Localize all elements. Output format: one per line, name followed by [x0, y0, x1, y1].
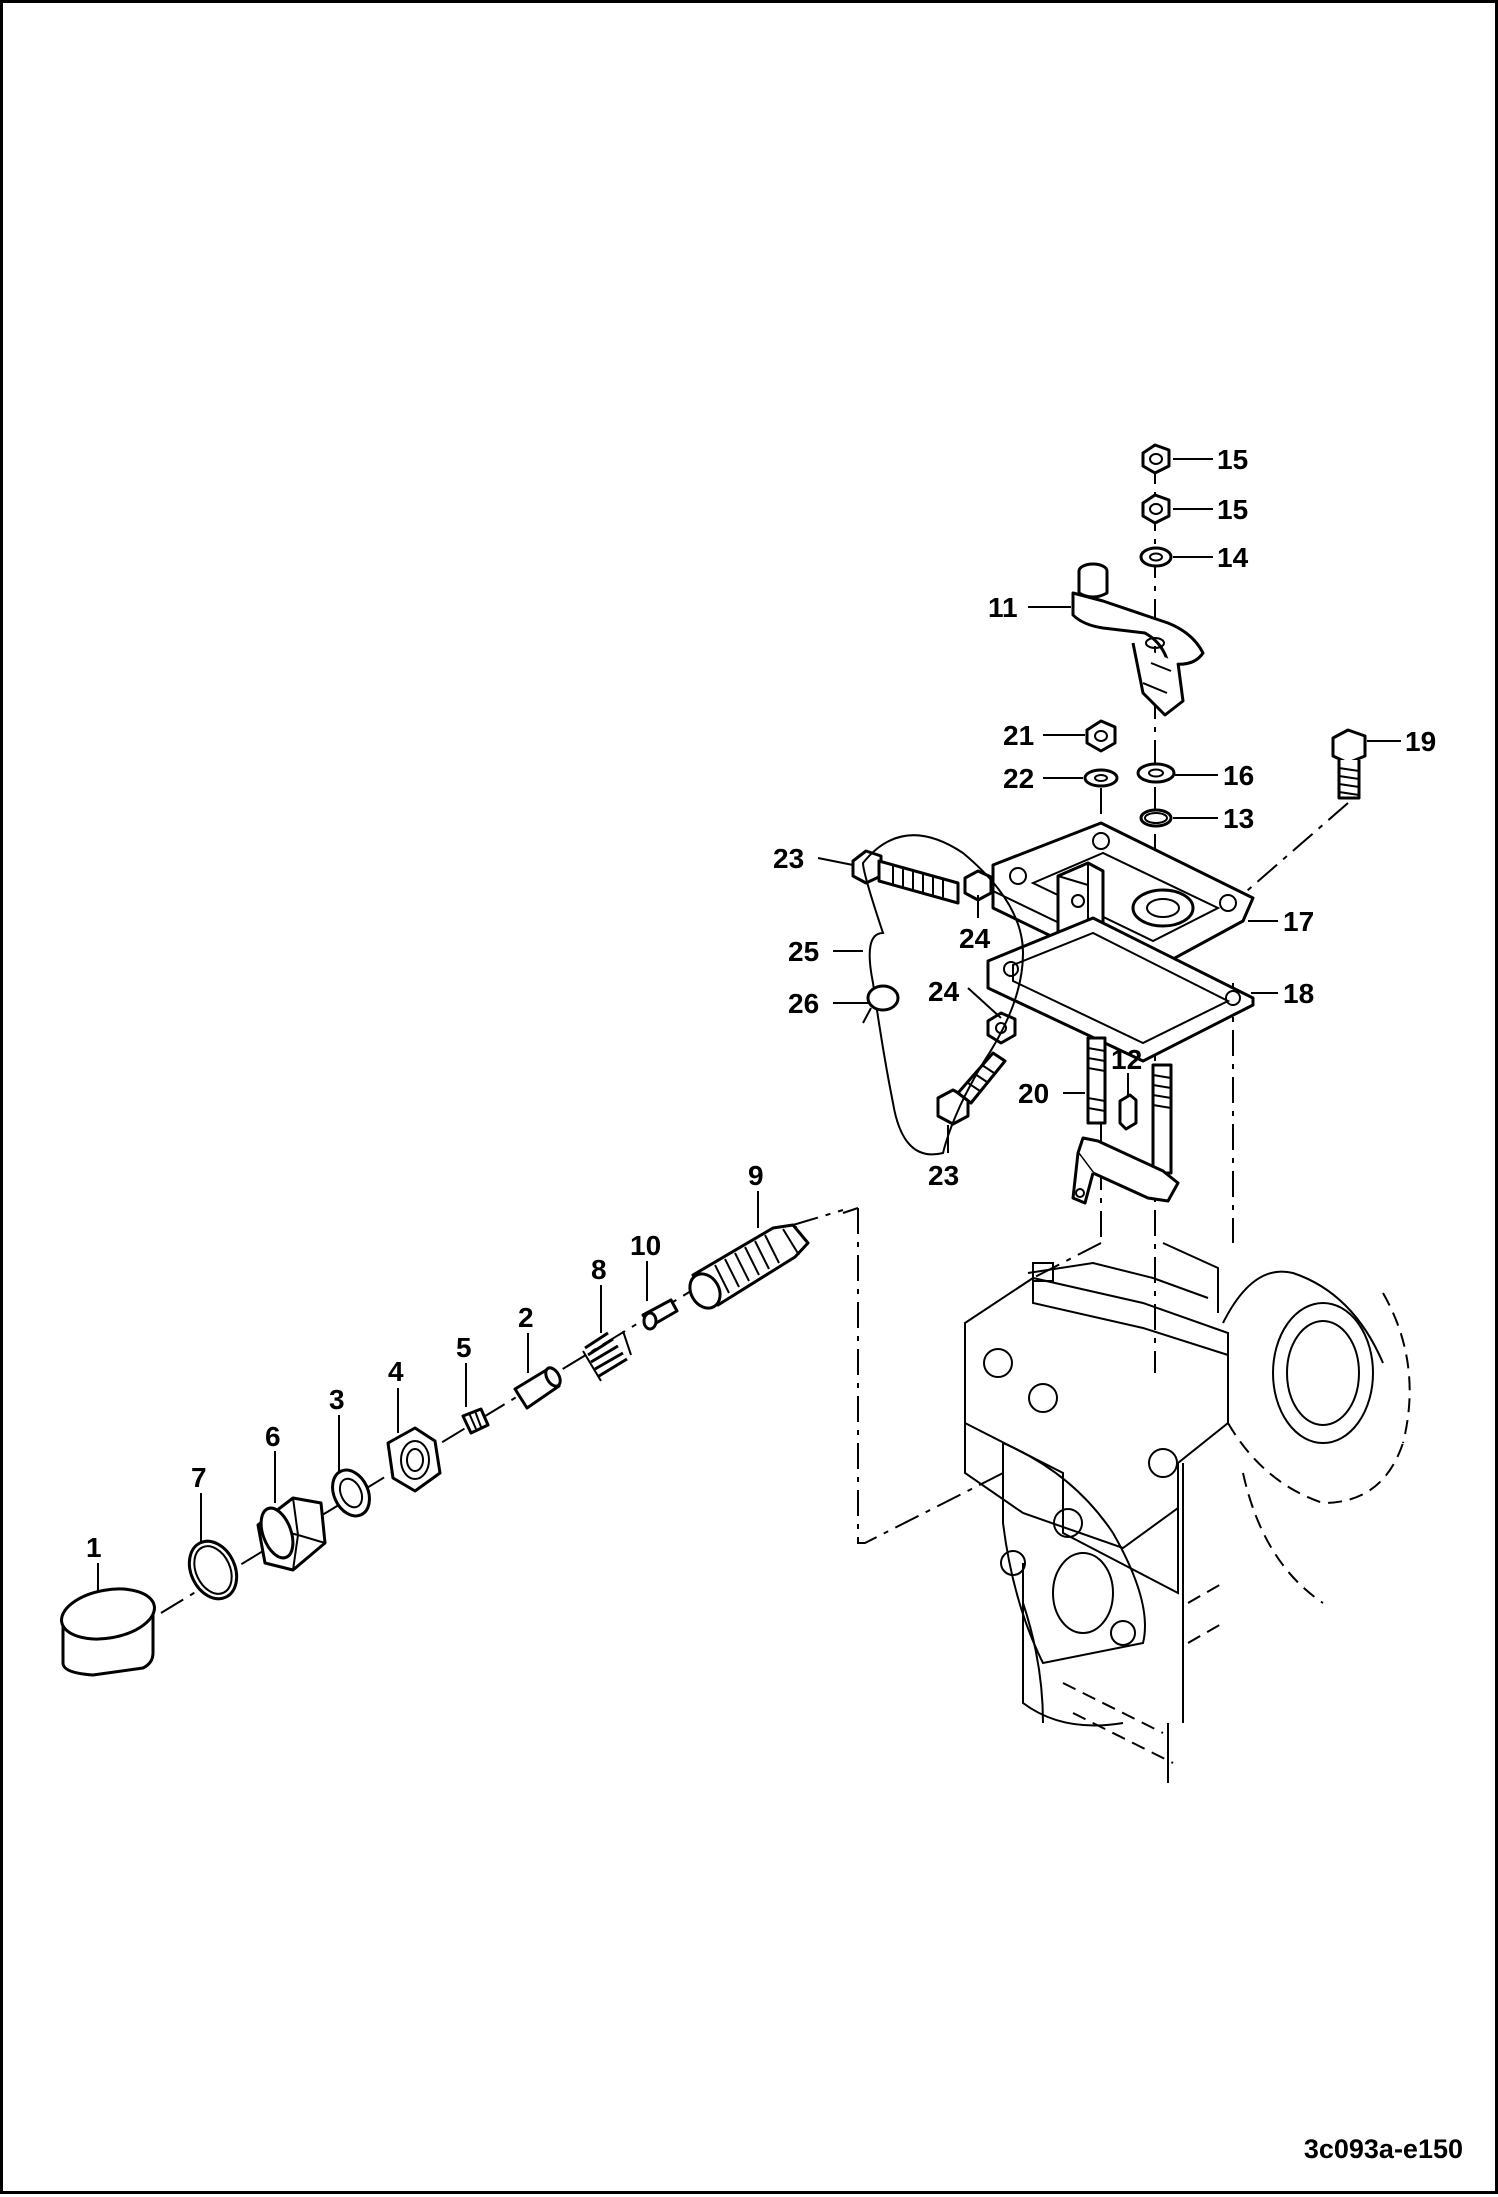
callout-17: 17 — [1283, 906, 1314, 937]
callout-14: 14 — [1217, 542, 1249, 573]
callout-1: 1 — [86, 1532, 102, 1563]
callout-4: 4 — [388, 1356, 404, 1387]
stud-20 — [1086, 1036, 1107, 1125]
callout-5: 5 — [456, 1332, 472, 1363]
callout-6: 6 — [265, 1421, 281, 1452]
drawing-reference-code: 3c093a-e150 — [1303, 2134, 1463, 2164]
callout-15-lower: 15 — [1217, 494, 1248, 525]
nut-24-upper — [963, 869, 993, 902]
callout-20: 20 — [1018, 1078, 1049, 1109]
engine-housing — [964, 1242, 1411, 1783]
callout-19: 19 — [1405, 726, 1436, 757]
pin — [641, 1298, 679, 1331]
cap — [60, 1587, 156, 1677]
seal-wire — [861, 834, 1025, 1156]
callout-8: 8 — [591, 1254, 607, 1285]
o-ring-13 — [1139, 808, 1173, 828]
lock-nut-upper — [1141, 443, 1171, 475]
callout-labels: 1 7 6 3 4 5 2 8 10 9 15 15 14 11 21 22 1… — [86, 444, 1436, 1563]
adjusting-screw — [461, 1407, 490, 1435]
washer-16 — [1136, 762, 1176, 784]
callout-16: 16 — [1223, 760, 1254, 791]
lead-seal — [862, 984, 900, 1024]
bolt-23-lower — [936, 1051, 1007, 1126]
bolt-19 — [1331, 728, 1367, 800]
callout-24-upper: 24 — [959, 923, 991, 954]
exploded-parts-diagram: 1 7 6 3 4 5 2 8 10 9 15 15 14 11 21 22 1… — [60, 443, 1436, 1783]
callout-3: 3 — [329, 1384, 345, 1415]
callout-25: 25 — [788, 936, 819, 967]
spring-washer-22 — [1083, 768, 1119, 788]
callout-2: 2 — [518, 1302, 534, 1333]
callout-21: 21 — [1003, 720, 1034, 751]
sleeve — [513, 1366, 562, 1410]
callout-23-lower: 23 — [928, 1160, 959, 1191]
threaded-adjuster — [688, 1223, 810, 1310]
lock-nut-lower — [1141, 493, 1171, 525]
callout-13: 13 — [1223, 803, 1254, 834]
callout-15-upper: 15 — [1217, 444, 1248, 475]
governor-lever — [1071, 562, 1205, 717]
nut-21 — [1085, 719, 1117, 753]
callout-26: 26 — [788, 988, 819, 1019]
gasket — [986, 916, 1255, 1063]
spring — [582, 1330, 632, 1382]
callout-11: 11 — [988, 592, 1018, 623]
washer — [331, 1468, 371, 1518]
shaft-stud — [1071, 1063, 1180, 1205]
callout-9: 9 — [748, 1160, 764, 1191]
bolt-23-upper — [851, 849, 960, 905]
callout-12: 12 — [1111, 1044, 1142, 1075]
cap-nut — [256, 1496, 327, 1572]
callout-7: 7 — [191, 1462, 207, 1493]
lever-washer — [1139, 546, 1173, 568]
callout-18: 18 — [1283, 978, 1314, 1009]
callout-10: 10 — [630, 1230, 661, 1261]
callout-23-upper: 23 — [773, 843, 804, 874]
o-ring — [187, 1539, 239, 1601]
hex-nut — [386, 1426, 442, 1493]
callout-24-lower: 24 — [928, 976, 960, 1007]
key-12 — [1118, 1093, 1138, 1131]
nut-24-lower — [986, 1011, 1017, 1045]
callout-22: 22 — [1003, 763, 1034, 794]
leader-lines — [97, 458, 1401, 1593]
